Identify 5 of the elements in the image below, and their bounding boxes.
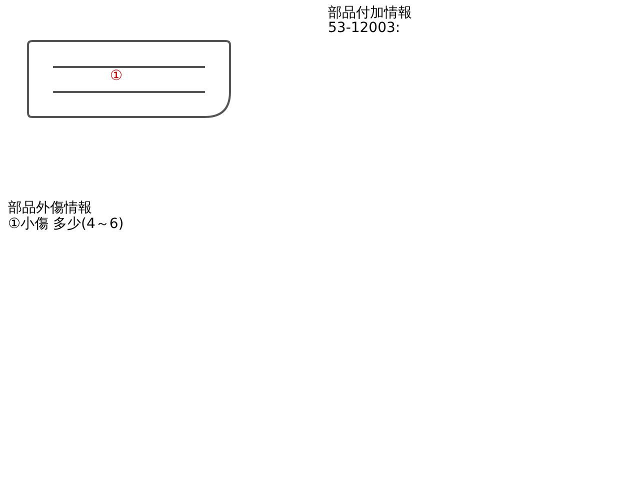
heading: 部品付加情報 xyxy=(328,5,412,21)
callout-number: ① xyxy=(110,68,123,84)
damage-note: ①小傷 多少(4～6) xyxy=(8,216,124,232)
part-number: 53-12003: xyxy=(328,20,400,36)
heading: 部品外傷情報 xyxy=(8,200,92,216)
